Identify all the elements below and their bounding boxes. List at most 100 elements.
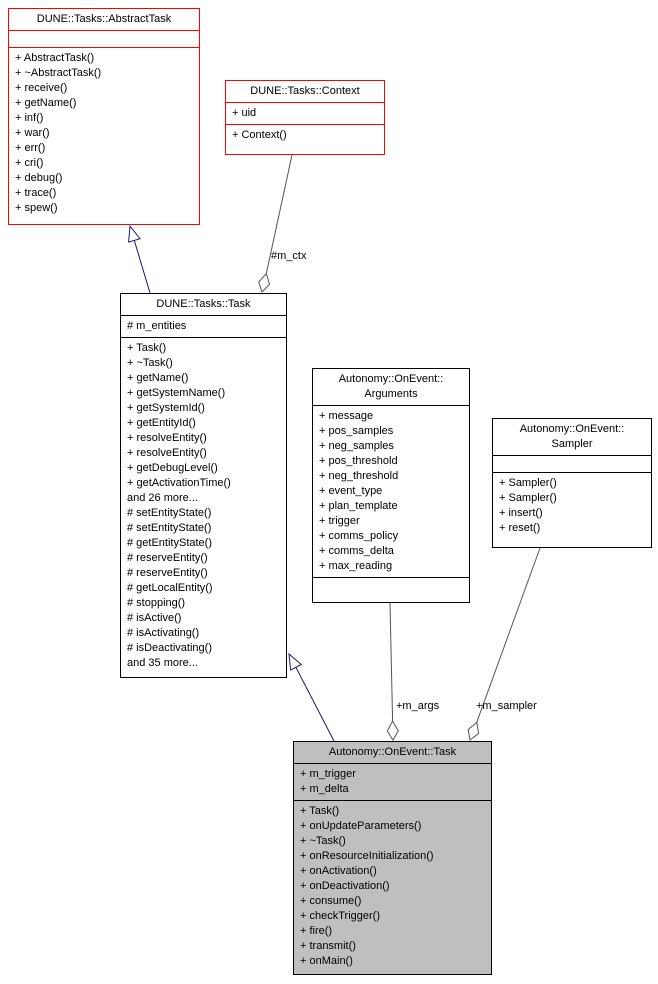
class-box-autonomy-onevent-arguments[interactable]: Autonomy::OnEvent::Arguments + message+ … (312, 368, 470, 603)
method-line: + getSystemId() (127, 402, 205, 414)
method-line: + getName() (127, 372, 189, 384)
edge-member-m-args (386, 602, 399, 741)
class-box-autonomy-onevent-sampler[interactable]: Autonomy::OnEvent::Sampler + Sampler()+ … (492, 418, 652, 548)
method-line: + getSystemName() (127, 387, 226, 399)
method-line: + Task() (127, 342, 167, 354)
method-line: + debug() (15, 172, 63, 184)
method-line: # isActivating() (127, 627, 200, 639)
attribute-line: + message (319, 410, 374, 422)
method-line: + Sampler() (499, 492, 557, 504)
class-box-dune-tasks-context[interactable]: DUNE::Tasks::Context + uid + Context() (225, 80, 385, 155)
attribute-line: # m_entities (127, 320, 187, 332)
class-title: DUNE::Tasks::Task (121, 294, 286, 315)
class-methods: + Task() + ~Task() + getName() + getSystemN… (121, 337, 286, 677)
method-line: # stopping() (127, 597, 186, 609)
attribute-line: + max_reading (319, 560, 393, 572)
attribute-line: + event_type (319, 485, 383, 497)
method-line: # reserveEntity() (127, 552, 208, 564)
class-title-line: DUNE::Tasks::Task (156, 298, 251, 310)
method-line: + inf() (15, 112, 44, 124)
class-title-line: DUNE::Tasks::AbstractTask (36, 13, 172, 25)
class-methods: + AbstractTask() + ~AbstractTask() + recei… (9, 47, 199, 224)
method-line: + trace() (15, 187, 57, 199)
method-line: + receive() (15, 82, 68, 94)
method-line: + getActivationTime() (127, 477, 231, 489)
method-line: and 35 more... (127, 657, 198, 669)
method-line: + resolveEntity() (127, 432, 207, 444)
method-line: + Context() (232, 129, 287, 141)
class-attributes: + uid (226, 102, 384, 124)
attribute-line: + m_delta (300, 783, 349, 795)
attribute-line: + trigger (319, 515, 360, 527)
class-title: DUNE::Tasks::AbstractTask (9, 9, 199, 30)
class-box-dune-tasks-abstracttask[interactable]: DUNE::Tasks::AbstractTask + AbstractTask… (8, 8, 200, 225)
method-line: + onResourceInitialization() (300, 850, 434, 862)
attribute-line: + uid (232, 107, 257, 119)
method-line: + ~AbstractTask() (15, 67, 102, 79)
class-methods: + Sampler()+ Sampler()+ insert()+ reset(… (493, 472, 651, 547)
class-attributes: # m_entities (121, 315, 286, 337)
method-line: + spew() (15, 202, 58, 214)
attribute-line: + comms_policy (319, 530, 399, 542)
class-methods (313, 577, 469, 602)
attribute-line: + neg_threshold (319, 470, 399, 482)
method-line: + resolveEntity() (127, 447, 207, 459)
class-box-dune-tasks-task[interactable]: DUNE::Tasks::Task # m_entities + Task()+… (120, 293, 287, 678)
method-line: # getLocalEntity() (127, 582, 213, 594)
method-line: + transmit() (300, 940, 356, 952)
method-line: + Sampler() (499, 477, 557, 489)
method-line: + onUpdateParameters() (300, 820, 422, 832)
method-line: + consume() (300, 895, 362, 907)
class-attributes: + message+ pos_samples+ neg_samples+ pos… (313, 405, 469, 577)
method-line: # isActive() (127, 612, 182, 624)
class-title-line: Sampler (551, 438, 593, 450)
class-title-line: Autonomy::OnEvent::Task (328, 746, 457, 758)
attribute-line: + pos_threshold (319, 455, 398, 467)
method-line: # isDeactivating() (127, 642, 212, 654)
attribute-line: + plan_template (319, 500, 398, 512)
method-line: + ~Task() (127, 357, 173, 369)
method-line: and 26 more... (127, 492, 198, 504)
class-title-line: Autonomy::OnEvent:: (519, 423, 625, 435)
class-attributes (493, 455, 651, 472)
attribute-line: + m_trigger (300, 768, 356, 780)
method-line: + reset() (499, 522, 541, 534)
class-methods: + Task() + onUpdateParameters() + ~Task() +… (294, 800, 491, 974)
class-title: DUNE::Tasks::Context (226, 81, 384, 102)
edge-inheritance-task-to-abstracttask (128, 224, 151, 294)
class-title-line: Autonomy::OnEvent:: (338, 373, 444, 385)
class-title: Autonomy::OnEvent::Task (294, 742, 491, 763)
method-line: + getName() (15, 97, 77, 109)
method-line: # reserveEntity() (127, 567, 208, 579)
method-line: + fire() (300, 925, 333, 937)
method-line: + Task() (300, 805, 340, 817)
class-attributes: + m_trigger + m_delta (294, 763, 491, 800)
method-line: + war() (15, 127, 50, 139)
method-line: + ~Task() (300, 835, 346, 847)
method-line: + onMain() (300, 955, 353, 967)
method-line: + onActivation() (300, 865, 377, 877)
method-line: # getEntityState() (127, 537, 212, 549)
method-line: + AbstractTask() (15, 52, 95, 64)
attribute-line: + comms_delta (319, 545, 394, 557)
edge-label-m-args: +m_args (396, 700, 440, 712)
class-title: Autonomy::OnEvent::Sampler (493, 419, 651, 455)
method-line: + getDebugLevel() (127, 462, 218, 474)
class-attributes (9, 30, 199, 47)
method-line: + getEntityId() (127, 417, 196, 429)
method-line: + onDeactivation() (300, 880, 390, 892)
edge-label-m-ctx: #m_ctx (271, 250, 307, 262)
edge-label-m-sampler: +m_sampler (476, 700, 537, 712)
edge-inheritance-oneventtask-to-task (288, 652, 335, 742)
class-methods: + Context() (226, 124, 384, 154)
class-box-autonomy-onevent-task: Autonomy::OnEvent::Task + m_trigger+ m_d… (293, 741, 492, 975)
method-line: + err() (15, 142, 46, 154)
class-title-line: DUNE::Tasks::Context (250, 85, 360, 97)
method-line: # setEntityState() (127, 522, 212, 534)
class-title-line: Arguments (364, 388, 418, 400)
method-line: + cri() (15, 157, 44, 169)
edge-member-m-ctx (258, 154, 293, 293)
attribute-line: + pos_samples (319, 425, 394, 437)
method-line: # setEntityState() (127, 507, 212, 519)
